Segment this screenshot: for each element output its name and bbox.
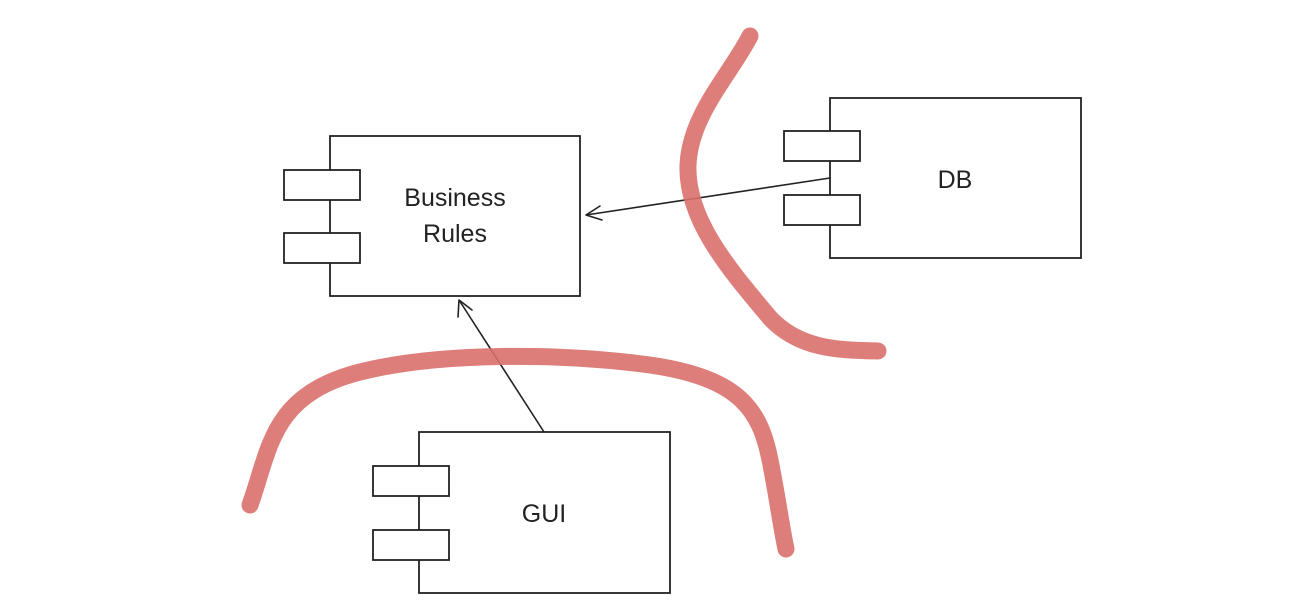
gui-box [418,431,671,594]
gui-dependency-arrowhead [457,299,473,318]
db-tab-top [783,130,861,162]
business-rules-tab-bottom [283,232,361,264]
db-to-business-rules-arrow [585,177,831,221]
gui-component: GUI [372,431,671,594]
business-rules-tab-top [283,169,361,201]
business-rules-box [329,135,581,297]
db-dependency-line [585,177,831,216]
db-tab-bottom [783,194,861,226]
gui-tab-bottom [372,529,450,561]
gui-boundary-line [241,347,795,558]
business-rules-label-line1: Business [404,184,505,212]
business-rules-label-line2: Rules [423,220,487,248]
db-label: DB [938,166,973,194]
db-box [829,97,1082,259]
db-boundary-line [679,27,887,360]
gui-tab-top [372,465,450,497]
business-rules-component: Business Rules [283,135,581,297]
gui-dependency-line [458,299,545,433]
db-component: DB [783,97,1082,259]
db-dependency-arrowhead [585,205,603,221]
gui-to-business-rules-arrow [457,299,545,433]
gui-label: GUI [522,500,566,528]
